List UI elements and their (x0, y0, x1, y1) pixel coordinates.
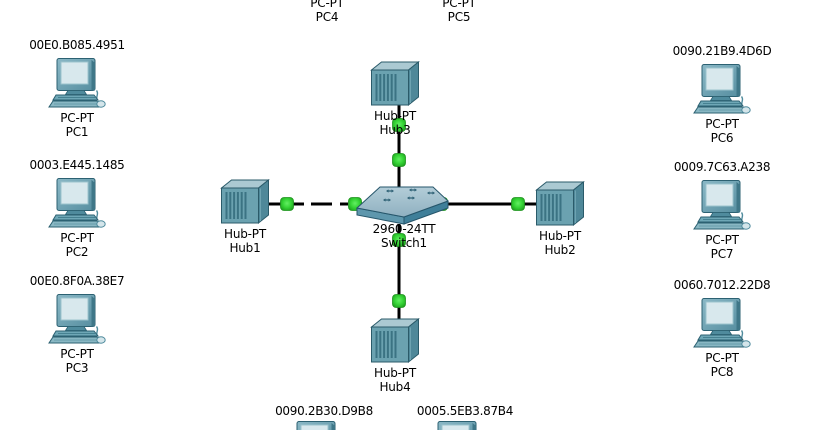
device-name-label: PC3 (65, 361, 89, 375)
device-pc5-labels: PC-PT PC5 (399, 0, 519, 24)
device-model-label: Hub-PT (374, 366, 416, 380)
device-name-label: PC4 (315, 10, 339, 24)
mac-label[interactable]: 0005.5EB3.87B4 (416, 404, 514, 418)
device-name-label: PC5 (447, 10, 471, 24)
mac-label[interactable]: 0090.21B9.4D6D (672, 44, 772, 58)
mac-label[interactable]: 0003.E445.1485 (29, 158, 125, 172)
mac-label[interactable]: 0009.7C63.A238 (673, 160, 771, 174)
mac-label[interactable]: 00E0.B085.4951 (29, 38, 125, 52)
pc-icon[interactable] (693, 64, 751, 117)
pc-icon[interactable] (693, 298, 751, 351)
device-model-label: PC-PT (705, 233, 739, 247)
pc-icon[interactable] (48, 294, 106, 347)
mac-label[interactable]: 00E0.8F0A.38E7 (29, 274, 125, 288)
device-pc7[interactable]: 0009.7C63.A238 PC-PT PC7 (662, 160, 782, 261)
pc-icon[interactable] (48, 178, 106, 231)
device-model-label: PC-PT (60, 347, 94, 361)
link-status-dot[interactable] (392, 118, 406, 132)
device-pc1[interactable]: 00E0.B085.4951 PC-PT PC1 (17, 38, 137, 139)
device-name-label: PC8 (710, 365, 734, 379)
device-name-label: Hub1 (229, 241, 261, 255)
device-name-label: PC7 (710, 247, 734, 261)
device-name-label: PC6 (710, 131, 734, 145)
device-name-label: Hub3 (379, 123, 411, 137)
device-hub2[interactable]: Hub-PT Hub2 (500, 181, 620, 257)
device-model-label: 2960-24TT (372, 222, 436, 236)
device-pc4-labels: PC-PT PC4 (267, 0, 387, 24)
device-name-label: PC1 (65, 125, 89, 139)
device-pc6[interactable]: 0090.21B9.4D6D PC-PT PC6 (662, 44, 782, 145)
hub-icon[interactable] (220, 179, 270, 225)
device-name-label: Hub4 (379, 380, 411, 394)
device-name-label: Hub2 (544, 243, 576, 257)
device-hub3[interactable]: Hub-PT Hub3 (335, 61, 455, 137)
mac-label[interactable]: 0060.7012.22D8 (673, 278, 771, 292)
link-status-dot[interactable] (511, 197, 525, 211)
device-model-label: Hub-PT (539, 229, 581, 243)
device-model-label: PC-PT (442, 0, 476, 10)
hub-icon[interactable] (535, 181, 585, 227)
pc-icon[interactable] (693, 180, 751, 233)
device-model-label: PC-PT (705, 117, 739, 131)
device-model-label: PC-PT (705, 351, 739, 365)
device-model-label: Hub-PT (224, 227, 266, 241)
device-switch1[interactable]: 2960-24TT Switch1 (334, 181, 474, 250)
device-model-label: Hub-PT (374, 109, 416, 123)
pc-icon[interactable] (48, 58, 106, 111)
link-status-dot[interactable] (392, 294, 406, 308)
device-hub4[interactable]: Hub-PT Hub4 (335, 318, 455, 394)
device-pc-bottom-left[interactable]: 0090.2B30.D9B8 (264, 404, 384, 430)
hub-icon[interactable] (370, 61, 420, 107)
device-pc3[interactable]: 00E0.8F0A.38E7 PC-PT PC3 (17, 274, 137, 375)
device-model-label: PC-PT (310, 0, 344, 10)
device-model-label: PC-PT (60, 231, 94, 245)
device-pc2[interactable]: 0003.E445.1485 PC-PT PC2 (17, 158, 137, 259)
mac-label[interactable]: 0090.2B30.D9B8 (275, 404, 373, 418)
link-status-dot[interactable] (392, 153, 406, 167)
device-pc-bottom-right[interactable]: 0005.5EB3.87B4 (405, 404, 525, 430)
device-hub1[interactable]: Hub-PT Hub1 (185, 179, 305, 255)
link-status-dot[interactable] (392, 233, 406, 247)
device-model-label: PC-PT (60, 111, 94, 125)
device-name-label: PC2 (65, 245, 89, 259)
pc-icon[interactable] (429, 421, 487, 430)
hub-icon[interactable] (370, 318, 420, 364)
device-name-label: Switch1 (381, 236, 427, 250)
switch-icon[interactable] (356, 181, 452, 227)
link-status-dot[interactable] (280, 197, 294, 211)
pc-icon[interactable] (288, 421, 346, 430)
device-pc8[interactable]: 0060.7012.22D8 PC-PT PC8 (662, 278, 782, 379)
